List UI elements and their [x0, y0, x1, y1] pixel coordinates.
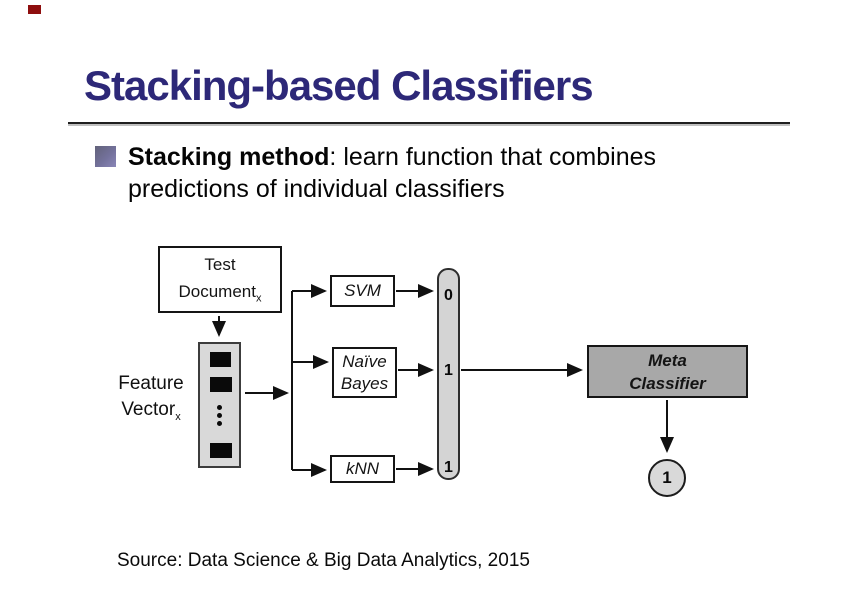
- knn-output-value: 1: [444, 459, 453, 476]
- svm-output-value: 0: [444, 287, 453, 304]
- test-document-subscript: x: [255, 292, 262, 305]
- feature-vector-strip: [198, 342, 241, 468]
- title-divider: [68, 122, 790, 124]
- final-output-value: 1: [662, 468, 672, 487]
- feature-cell: [210, 352, 231, 367]
- feature-cell: [210, 377, 232, 392]
- corner-accent-mark: [28, 5, 41, 14]
- meta-classifier-line1: Meta: [648, 350, 687, 370]
- final-output-circle: 1: [648, 459, 686, 497]
- naive-bayes-line2: Bayes: [340, 373, 389, 393]
- knn-label: kNN: [345, 459, 380, 478]
- meta-classifier-box: Meta Classifier: [587, 345, 748, 398]
- feature-cell: [210, 443, 232, 458]
- bullet-lead: Stacking method: [128, 143, 330, 171]
- bullet-rest: : learn function that combines predictio…: [128, 143, 656, 203]
- naive-bayes-output-value: 1: [444, 362, 453, 379]
- test-document-line1: Test: [204, 254, 236, 274]
- test-document-line2: Documentx: [178, 281, 262, 305]
- source-citation: Source: Data Science & Big Data Analytic…: [117, 550, 530, 571]
- feature-vector-subscript: x: [175, 410, 181, 423]
- feature-vector-label: Feature Vectorx: [110, 371, 192, 423]
- test-document-box: Test Documentx: [158, 246, 282, 313]
- meta-classifier-line2: Classifier: [629, 373, 706, 393]
- predictions-bar: 0 1 1: [437, 268, 460, 480]
- ellipsis-dot: [217, 421, 222, 426]
- bullet-text: Stacking method: learn function that com…: [128, 141, 748, 205]
- naive-bayes-line1: Naïve: [342, 351, 387, 371]
- knn-box: kNN: [330, 455, 395, 483]
- bullet-square-icon: [95, 146, 116, 167]
- ellipsis-dot: [217, 413, 222, 418]
- feature-vector-line2: Vectorx: [121, 399, 181, 423]
- ellipsis-dot: [217, 405, 222, 410]
- svm-label: SVM: [344, 281, 381, 300]
- svm-box: SVM: [330, 275, 395, 307]
- page-title: Stacking-based Classifiers: [84, 62, 594, 109]
- naive-bayes-box: Naïve Bayes: [332, 347, 397, 398]
- feature-vector-line1: Feature: [118, 373, 184, 394]
